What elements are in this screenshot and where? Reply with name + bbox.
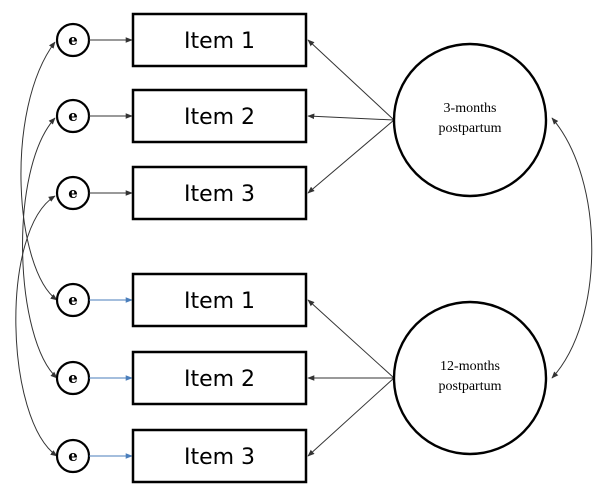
factor-covariance-curve (551, 117, 593, 379)
factor-12-months: 12-months postpartum (392, 300, 548, 456)
item-label: Item 1 (184, 29, 255, 54)
error-covariance-curve (22, 117, 58, 379)
factor-loading-arrow (307, 299, 395, 379)
factor-label-line1: 12-months (440, 359, 500, 374)
item-row: e Item 1 (55, 272, 308, 328)
item-row: e Item 3 (55, 165, 308, 221)
factor-3-months: 3-months postpartum (392, 42, 548, 198)
error-term-label: e (68, 107, 78, 125)
item-label: Item 3 (184, 182, 255, 207)
error-term-label: e (68, 184, 78, 202)
item-row: e Item 3 (55, 428, 308, 484)
item-label: Item 2 (184, 367, 255, 392)
item-label: Item 1 (184, 289, 255, 314)
item-row: e Item 1 (55, 12, 308, 68)
factor-circle (392, 42, 548, 198)
factor-label-line2: postpartum (439, 379, 502, 394)
factor-label-line2: postpartum (439, 121, 502, 136)
error-term-label: e (68, 291, 78, 309)
factor-loading-arrow (307, 113, 395, 121)
factor-loading-arrow (307, 119, 395, 194)
factor-loading-arrow (307, 39, 395, 121)
error-term-label: e (68, 369, 78, 387)
item-label: Item 2 (184, 105, 255, 130)
error-covariance-curve (15, 195, 58, 457)
item-box (131, 12, 308, 68)
factor-circle (392, 300, 548, 456)
item-box (131, 272, 308, 328)
factor-loading-arrow (307, 377, 395, 457)
error-term-label: e (68, 31, 78, 49)
error-covariance-curve (20, 41, 58, 301)
item-row: e Item 2 (55, 350, 308, 406)
item-row: e Item 2 (55, 88, 308, 144)
item-box (131, 350, 308, 406)
item-label: Item 3 (184, 445, 255, 470)
item-box (131, 88, 308, 144)
error-term-label: e (68, 447, 78, 465)
factor-label-line1: 3-months (444, 101, 497, 116)
item-box (131, 428, 308, 484)
item-box (131, 165, 308, 221)
